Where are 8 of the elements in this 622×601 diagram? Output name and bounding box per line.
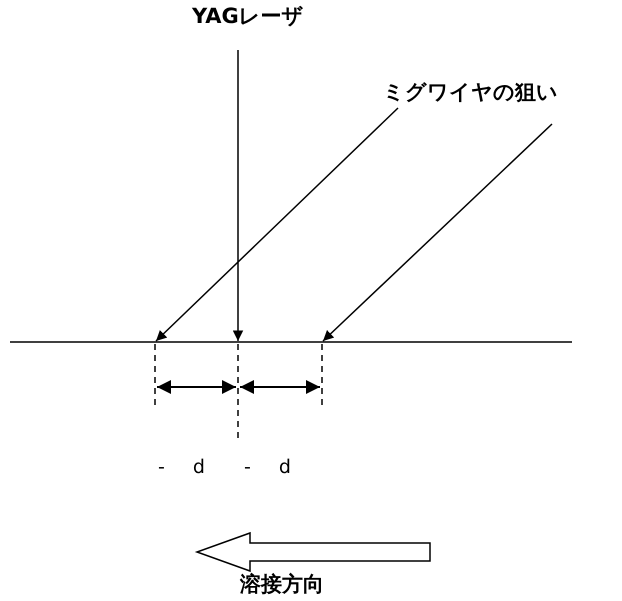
dimension-label: - d — [244, 455, 291, 479]
annotation-text: ミグワイヤの狙い — [383, 78, 558, 106]
arrow — [155, 107, 399, 342]
arrow — [232, 50, 244, 341]
direction-label: 溶接方向 — [240, 571, 324, 598]
annotation-text: YAGレーザ — [192, 2, 304, 30]
dimension-label: - d — [158, 455, 205, 479]
arrow — [322, 123, 553, 342]
